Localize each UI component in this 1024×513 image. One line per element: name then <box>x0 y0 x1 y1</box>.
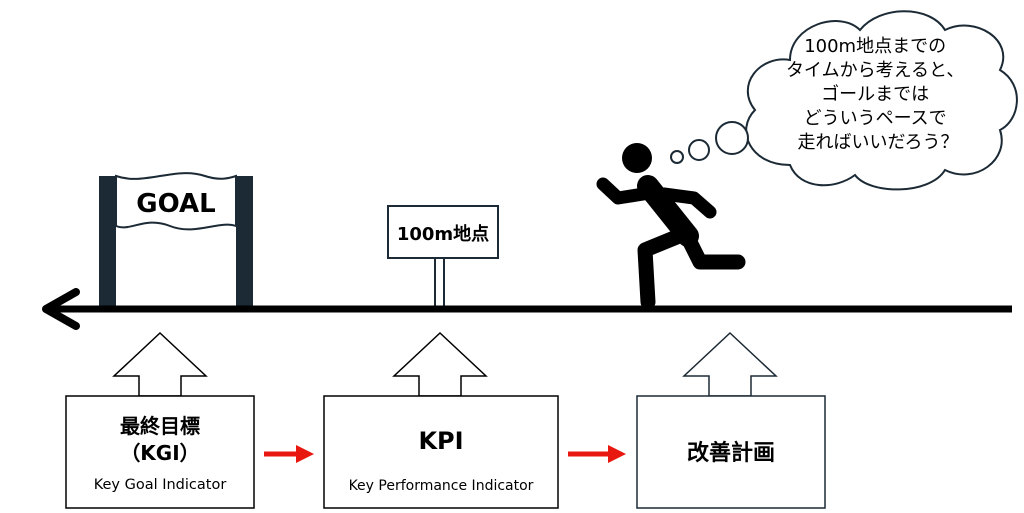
kpi-subtitle: Key Performance Indicator <box>349 478 534 494</box>
thought-bubble: 100m地点までの タイムから考えると、 ゴールまでは どういうペースで 走れば… <box>670 10 1018 191</box>
goal-post-left <box>99 176 116 308</box>
thought-line-1: 100m地点までの <box>804 36 946 57</box>
track-arrow <box>42 288 1012 330</box>
kpi-title: KPI <box>418 427 463 455</box>
goal-gate: GOAL <box>99 172 253 308</box>
signpost-100m: 100m地点 <box>387 205 499 309</box>
signpost-label: 100m地点 <box>397 223 489 245</box>
thought-line-5: 走ればいいだろう？ <box>798 132 959 153</box>
thought-line-2: タイムから考えると、 <box>786 60 964 81</box>
kpi-box-frame <box>323 395 559 509</box>
up-arrow-kgi <box>112 331 208 397</box>
kpi-box: KPI Key Performance Indicator <box>323 395 559 509</box>
thought-line-4: どういうペースで <box>804 108 947 129</box>
goal-post-right <box>236 176 253 308</box>
kgi-title-line2: （KGI） <box>120 441 199 465</box>
thought-line-3: ゴールまでは <box>821 84 929 105</box>
thought-dot-small <box>670 150 684 164</box>
kgi-box: 最終目標 （KGI） Key Goal Indicator <box>65 395 255 509</box>
goal-banner <box>115 172 237 231</box>
red-arrow-head <box>296 445 314 463</box>
up-arrow-kpi <box>392 331 488 397</box>
thought-dot-medium <box>688 139 710 161</box>
thought-cloud <box>745 10 1018 191</box>
kgi-title-line1: 最終目標 <box>120 414 200 438</box>
runner-icon <box>596 143 746 310</box>
svg-text:100m地点までの タイムから考えると、: 100m地点までの タイムから考えると、 ゴールまでは どういうペースで 走れば… <box>786 36 970 153</box>
plan-box: 改善計画 <box>636 395 826 509</box>
red-arrow-head <box>608 445 626 463</box>
runner-front-arm <box>657 187 717 219</box>
plan-title: 改善計画 <box>687 440 775 466</box>
red-arrow-kpi-to-plan <box>568 445 626 463</box>
runner-head <box>622 143 652 173</box>
up-arrow-plan <box>682 331 778 397</box>
runner-back-leg <box>680 230 746 270</box>
kgi-subtitle: Key Goal Indicator <box>94 477 227 493</box>
red-arrow-kgi-to-kpi <box>264 445 314 463</box>
track-arrowhead <box>42 288 80 330</box>
goal-banner-label: GOAL <box>136 189 215 219</box>
signpost-board <box>387 205 499 259</box>
plan-box-frame <box>636 395 826 509</box>
signpost-pole <box>434 257 445 309</box>
thought-dot-large <box>715 121 749 155</box>
runner-back-arm <box>596 177 663 205</box>
kgi-box-frame <box>65 395 255 509</box>
runner-front-leg <box>637 226 692 310</box>
